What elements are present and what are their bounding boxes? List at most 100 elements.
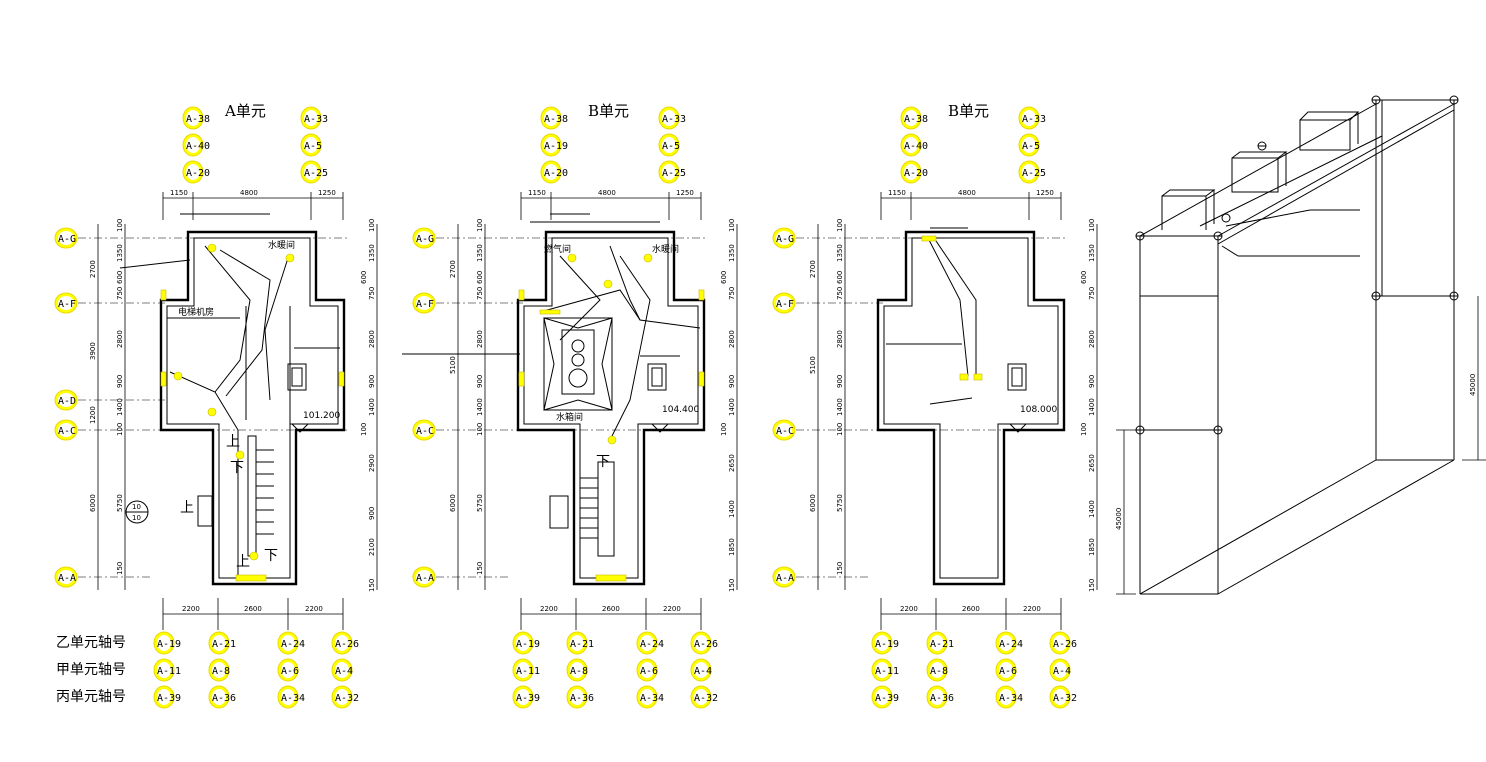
axis-bubble: A-6 (999, 666, 1017, 677)
dim-text: 2600 (244, 605, 262, 613)
unit-a-top-axes: A-38 A-40 A-20 A-33 A-5 A-25 (182, 106, 328, 184)
dim-text: 600 (1080, 271, 1088, 284)
level-mark: 101.200 (303, 411, 340, 421)
axis-bubble: A-C (416, 426, 434, 437)
dim-text: 1400 (728, 500, 736, 518)
dim-text: 1850 (728, 538, 736, 556)
dim-text: 100 (476, 219, 484, 232)
axis-bubble: A-26 (1053, 639, 1077, 650)
dim-text: 100 (360, 423, 368, 436)
dim-text: 2700 (89, 260, 97, 278)
axis-bubble: A-21 (212, 639, 236, 650)
plan-unit-b-1: B单元 A-38 A-19 A-20 A-33 A-5 A-25 1150 48… (402, 102, 738, 630)
axis-bubble: A-C (58, 426, 76, 437)
dim-text: 4800 (598, 189, 616, 197)
dim-text: 150 (476, 562, 484, 575)
row-label: 乙单元轴号 (56, 635, 126, 651)
stair-mark: 下 (230, 460, 244, 476)
axis-bubble: A-5 (304, 141, 322, 152)
axis-bubble: A-G (58, 234, 76, 245)
dim-text: 2800 (476, 330, 484, 348)
dim-text: 100 (728, 219, 736, 232)
dim-text: 2650 (728, 454, 736, 472)
dim-text: 1150 (888, 189, 906, 197)
plan-unit-b-2: B单元 A-38 A-40 A-20 A-33 A-5 A-25 1150 48… (772, 102, 1098, 630)
dim-text: 2600 (962, 605, 980, 613)
room-label: 水暖间 (268, 239, 295, 251)
dim-text: 1350 (368, 244, 376, 262)
dim-text: 2800 (836, 330, 844, 348)
row-label: 甲单元轴号 (56, 662, 126, 678)
axis-bubble: A-24 (281, 639, 305, 650)
dim-text: 2600 (602, 605, 620, 613)
dim-text: 2200 (182, 605, 200, 613)
stair-mark: 下 (264, 548, 278, 564)
dim-text: 5100 (809, 356, 817, 374)
dim-text: 1250 (676, 189, 694, 197)
axis-bubble: A-39 (875, 693, 899, 704)
dim-text: 600 (720, 271, 728, 284)
axis-bubble: A-40 (186, 141, 210, 152)
axis-bubble: A-21 (930, 639, 954, 650)
dim-text: 100 (1080, 423, 1088, 436)
axis-bubble: A-11 (157, 666, 181, 677)
dim-text: 900 (1088, 375, 1096, 388)
dim-text: 2800 (368, 330, 376, 348)
axis-bubble: A-32 (694, 693, 718, 704)
plan-unit-a: A单元 A-38 A-40 A-20 A-33 A-5 A-25 1150 48… (54, 102, 378, 630)
stair-mark: 上 (236, 554, 250, 570)
level-mark: 104.400 (662, 405, 699, 415)
axis-bubble: A-39 (157, 693, 181, 704)
dim-text: 750 (836, 287, 844, 300)
dim-text: 5100 (449, 356, 457, 374)
dim-text: 1350 (116, 244, 124, 262)
room-label: 燃气间 (544, 243, 571, 255)
axis-bubble: A-26 (335, 639, 359, 650)
dim-text: 2200 (1023, 605, 1041, 613)
axis-bubble: A-26 (694, 639, 718, 650)
axis-bubble: A-21 (570, 639, 594, 650)
axis-bubble: A-4 (335, 666, 353, 677)
dim-text: 600 (476, 271, 484, 284)
axis-bubble: A-19 (875, 639, 899, 650)
dim-text: 100 (836, 219, 844, 232)
dim-text: 5750 (116, 494, 124, 512)
axis-bubble: A-25 (662, 168, 686, 179)
dim-text: 1350 (1088, 244, 1096, 262)
dim-text: 100 (116, 219, 124, 232)
unit-a-title: A单元 (224, 102, 266, 120)
axis-bubble: A-5 (1022, 141, 1040, 152)
dim-text: 2800 (728, 330, 736, 348)
axis-bubble: A-25 (304, 168, 328, 179)
dim-text: 2200 (900, 605, 918, 613)
axis-bubble: A-32 (1053, 693, 1077, 704)
axis-bubble: A-8 (212, 666, 230, 677)
dim-text: 2900 (368, 454, 376, 472)
dim-text: 5750 (476, 494, 484, 512)
dim-text: 3900 (89, 342, 97, 360)
dim-text: 45000 (1469, 374, 1477, 396)
axis-bubble: A-36 (570, 693, 594, 704)
axis-bubble: A-25 (1022, 168, 1046, 179)
dim-text: 1400 (116, 398, 124, 416)
dim-text: 2200 (305, 605, 323, 613)
axis-bubble: A-20 (544, 168, 568, 179)
axis-bubble: A-19 (544, 141, 568, 152)
dim-text: 45000 (1115, 508, 1123, 530)
stair-mark: 上 (226, 434, 240, 450)
dim-text: 1250 (1036, 189, 1054, 197)
axis-bubble: A-4 (694, 666, 712, 677)
axis-bubble: A-38 (544, 114, 568, 125)
axis-bubble: A-F (776, 299, 794, 310)
room-label: 水箱间 (556, 411, 583, 423)
axis-bubble: A-20 (904, 168, 928, 179)
dim-text: 4800 (240, 189, 258, 197)
dim-text: 4800 (958, 189, 976, 197)
dim-text: 1350 (728, 244, 736, 262)
dim-text: 750 (368, 287, 376, 300)
axis-bubble: A-F (416, 299, 434, 310)
axis-bubble: A-A (58, 573, 76, 584)
unit-b-title: B单元 (588, 102, 629, 120)
dim-text: 150 (836, 562, 844, 575)
